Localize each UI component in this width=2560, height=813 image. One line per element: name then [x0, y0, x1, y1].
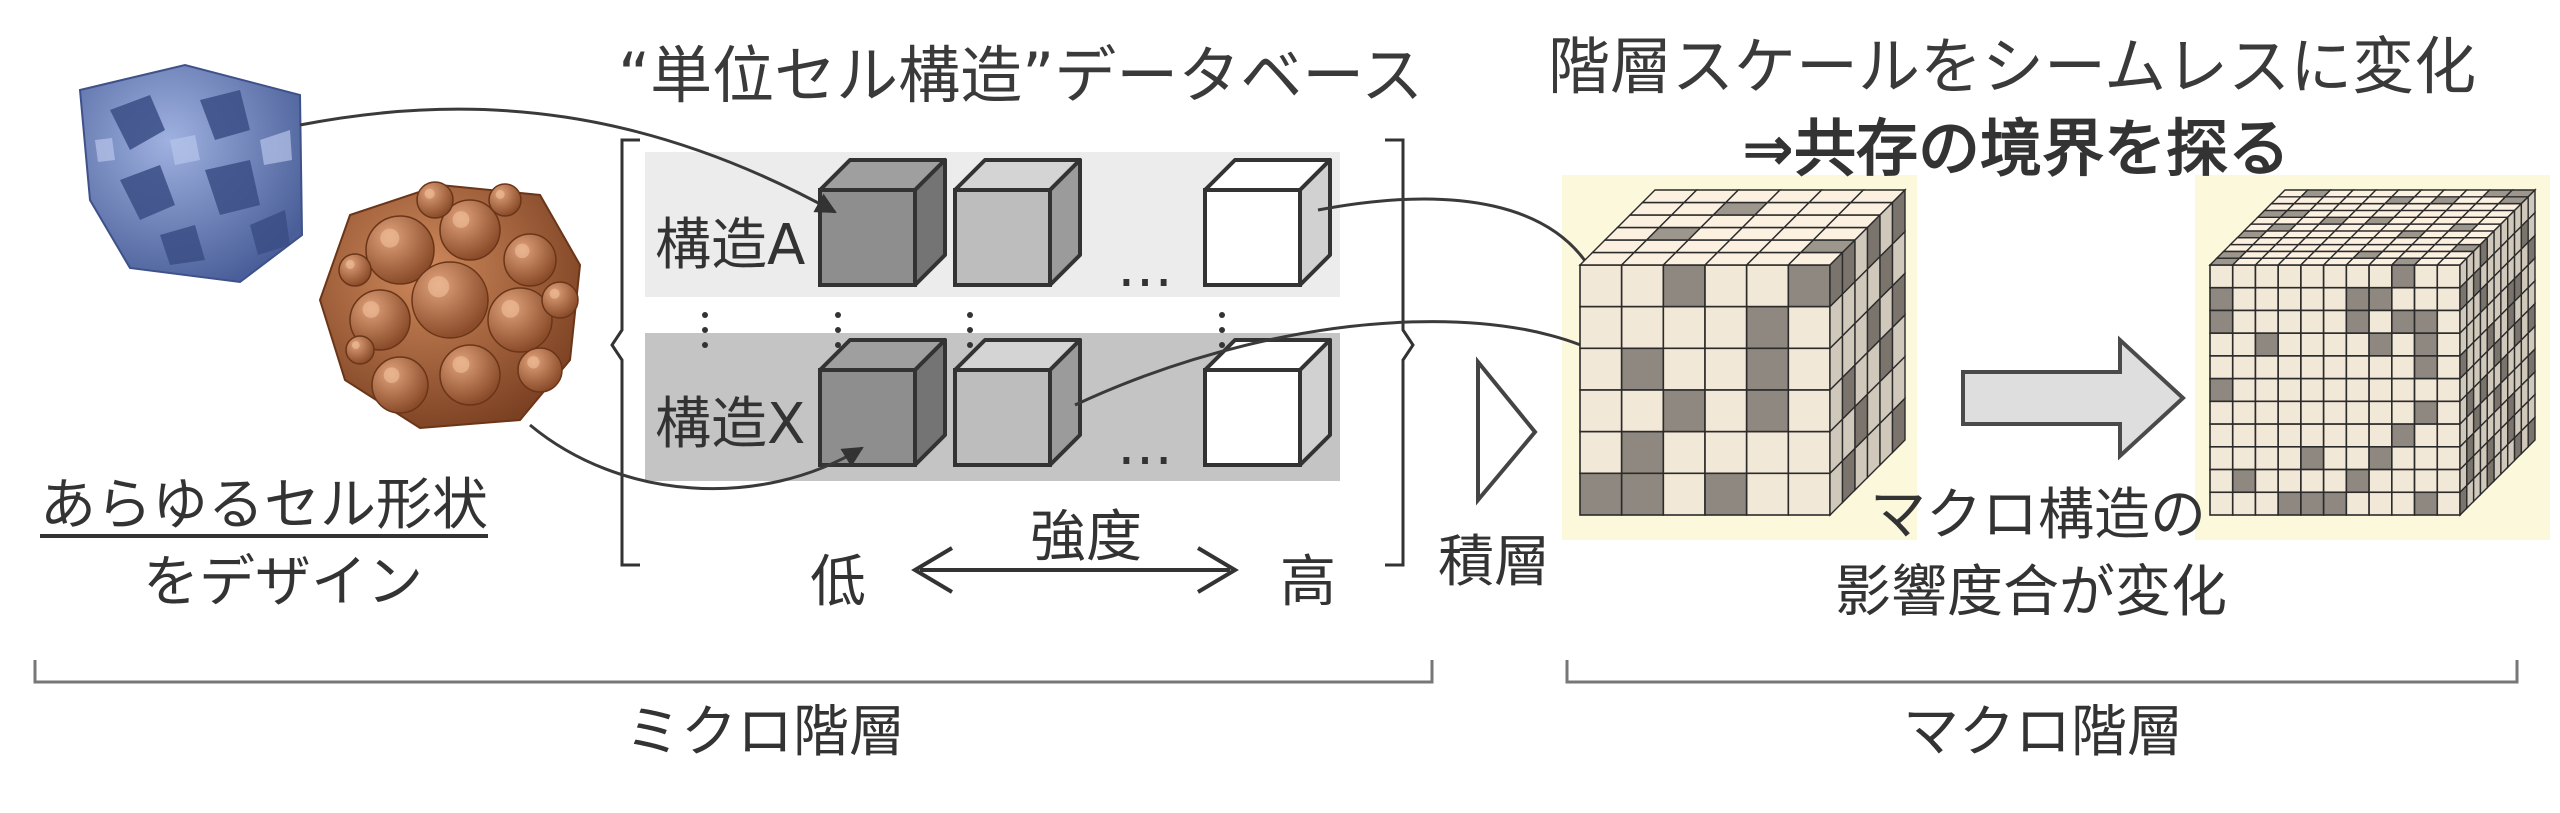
- design-caption-line2: をデザイン: [143, 550, 423, 615]
- vertical-ellipsis: [702, 312, 1225, 348]
- macro-section-bracket: [1565, 660, 2519, 684]
- foam-cell-image: [318, 181, 582, 430]
- macro-section-label: マクロ階層: [1903, 700, 2183, 765]
- row-x-ellipsis: …: [1117, 413, 1173, 478]
- cube-row-x-2: [953, 338, 1082, 467]
- cube-row-a-3: [1203, 158, 1332, 287]
- stack-triangle-icon: [1476, 356, 1538, 506]
- cube-row-a-2: [953, 158, 1082, 287]
- stack-label: 積層: [1438, 530, 1550, 595]
- macro-title-line1: 階層スケールをシームレスに変化: [1548, 30, 2477, 103]
- cube-row-x-3: [1203, 338, 1332, 467]
- macro-lattice-coarse: [1578, 188, 1907, 517]
- strength-double-arrow: [911, 546, 1239, 594]
- strength-low-label: 低: [810, 550, 866, 615]
- row-x-label: 構造X: [655, 392, 806, 457]
- micro-section-label: ミクロ階層: [625, 700, 905, 765]
- cube-row-x-1: [818, 338, 947, 467]
- curve-gyroid-to-structure-a: [299, 107, 837, 214]
- influence-caption-line1: マクロ構造の: [1870, 483, 2206, 548]
- connector-curves: [299, 107, 1645, 491]
- strength-label: 強度: [1030, 505, 1142, 570]
- database-title: “単位セル構造”データベース: [618, 39, 1424, 112]
- macro-title-line2: ⇒共存の境界を探る: [1742, 112, 2290, 185]
- row-a-ellipsis: …: [1117, 235, 1173, 300]
- curve-structure-a-to-macro: [1317, 197, 1600, 285]
- influence-caption-line2: 影響度合が変化: [1835, 560, 2227, 625]
- macro-transition-arrow-icon: [1961, 335, 2186, 461]
- cube-row-a-1: [818, 158, 947, 287]
- micro-section-bracket: [33, 660, 1434, 684]
- row-a-label: 構造A: [655, 213, 806, 278]
- design-caption-line1: あらゆるセル形状: [40, 473, 488, 538]
- gyroid-cell-image: [78, 63, 304, 284]
- macro-lattice-fine: [2208, 188, 2537, 517]
- strength-high-label: 高: [1280, 550, 1336, 615]
- database-bracket: [610, 138, 1415, 567]
- curve-foam-to-structure-x: [529, 423, 864, 491]
